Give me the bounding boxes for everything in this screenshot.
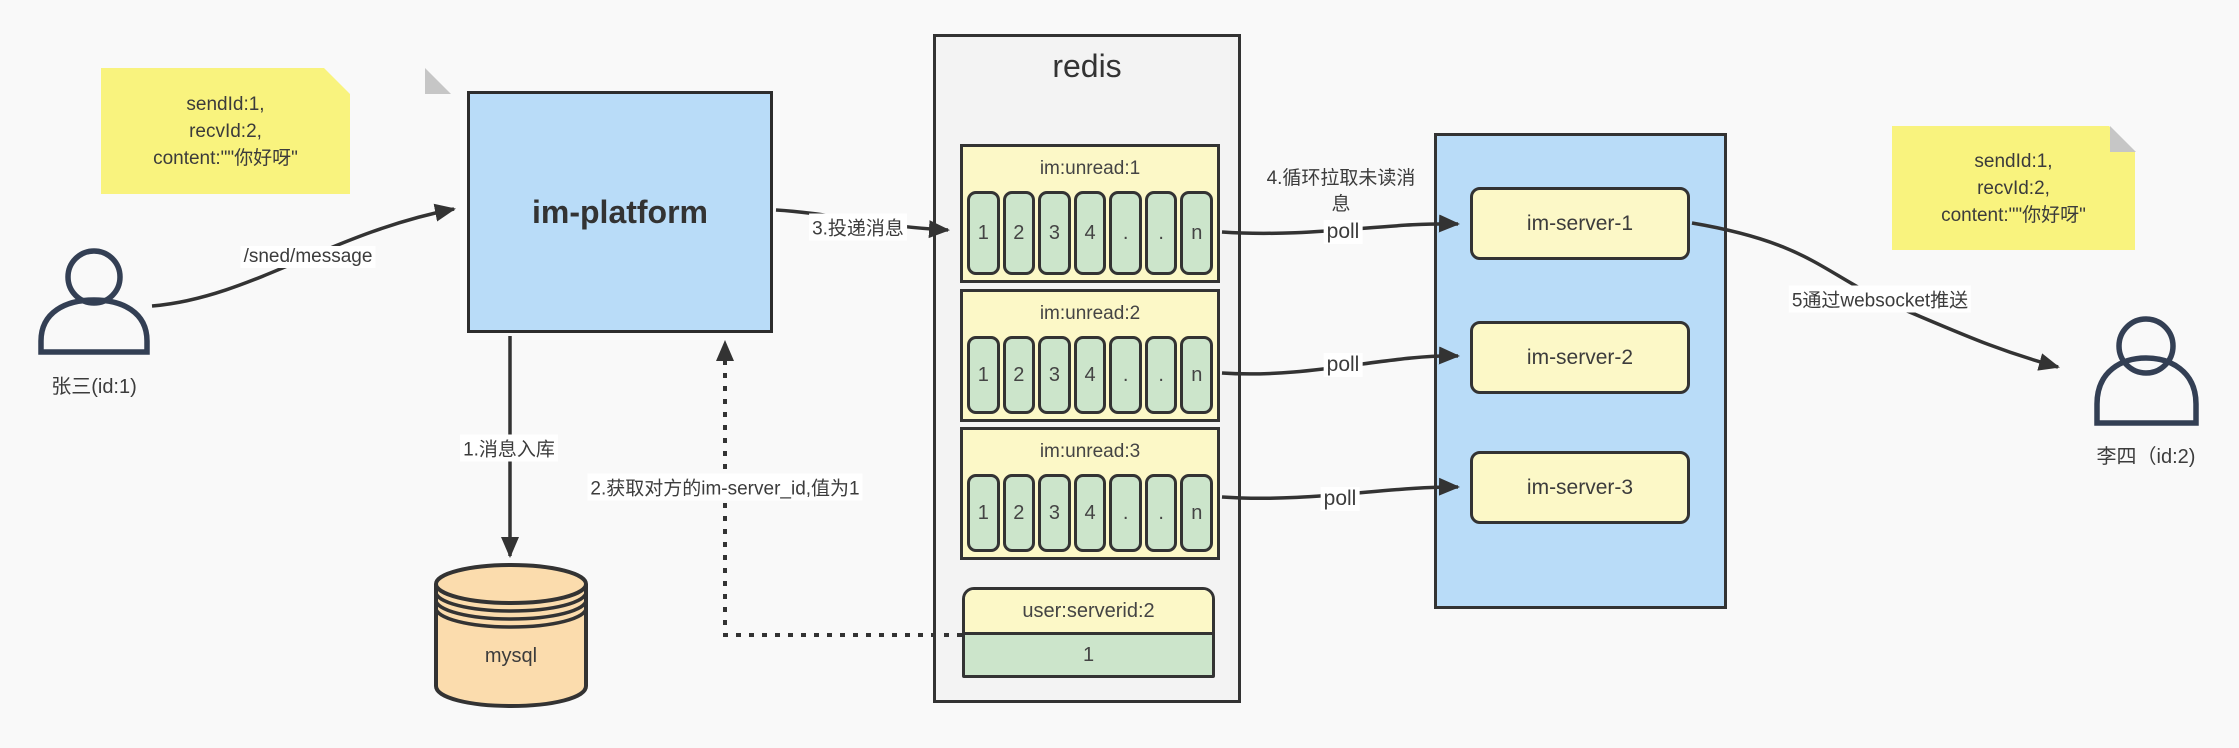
queue-cell: 4 xyxy=(1073,336,1107,414)
queue-cell: 4 xyxy=(1073,474,1107,552)
note-line: content:""你好呀" xyxy=(1941,204,2086,226)
queue-cell: 1 xyxy=(967,336,1000,414)
queue-cell: 2 xyxy=(1002,474,1036,552)
queue-title: im:unread:3 xyxy=(1039,441,1141,462)
sticky-note-sender: sendId:1, recvId:2, content:""你好呀" xyxy=(101,68,350,194)
queue-cell: n xyxy=(1180,336,1214,414)
note-line: sendId:1, xyxy=(186,93,265,115)
edge-label-step4-line1: 4.循环拉取未读消 xyxy=(1266,168,1416,189)
queue-cell: 1 xyxy=(967,474,1000,552)
queue-cells: 1 2 3 4 . . n xyxy=(963,191,1217,280)
queue-cell: . xyxy=(1144,474,1178,552)
redis-queue-unread-1: im:unread:1 1 2 3 4 . . n xyxy=(960,144,1220,283)
sticky-note-receiver: sendId:1, recvId:2, content:""你好呀" xyxy=(1892,126,2135,250)
queue-cell: 2 xyxy=(1002,191,1036,275)
queue-cells: 1 2 3 4 . . n xyxy=(963,336,1217,419)
im-server-1-box: im-server-1 xyxy=(1470,187,1690,260)
im-platform-box: im-platform xyxy=(467,91,773,333)
edge-label-step4: 4.循环拉取未读消 息 xyxy=(1264,166,1419,218)
queue-title: im:unread:2 xyxy=(1039,303,1141,324)
redis-queue-unread-2: im:unread:2 1 2 3 4 . . n xyxy=(960,289,1220,422)
edge-label-poll-3: poll xyxy=(1320,487,1360,511)
queue-cell: . xyxy=(1109,191,1142,275)
im-server-3-box: im-server-3 xyxy=(1470,451,1690,524)
note-line: content:""你好呀" xyxy=(153,147,298,169)
queue-cell: 3 xyxy=(1038,191,1071,275)
edge-label-step5: 5通过websocket推送 xyxy=(1788,285,1972,313)
edge-label-send-api: /sned/message xyxy=(240,246,376,268)
sender-label: 张三(id:1) xyxy=(51,376,137,398)
queue-title: im:unread:1 xyxy=(1039,158,1141,179)
queue-cell: 2 xyxy=(1002,336,1036,414)
redis-title: redis xyxy=(1052,48,1122,84)
queue-cell: 3 xyxy=(1038,336,1071,414)
queue-cell: n xyxy=(1180,474,1214,552)
mapping-key: user:serverid:2 xyxy=(965,590,1212,635)
queue-cell: . xyxy=(1144,336,1178,414)
mysql-label: mysql xyxy=(484,645,538,667)
note-line: sendId:1, xyxy=(1974,150,2053,172)
note-line: recvId:2, xyxy=(1977,177,2050,199)
queue-cells: 1 2 3 4 . . n xyxy=(963,474,1217,557)
edge-label-step4-line2: 息 xyxy=(1331,194,1351,215)
user-icon-receiver xyxy=(2094,316,2199,426)
queue-cell: . xyxy=(1109,474,1142,552)
mysql-database-icon xyxy=(434,563,588,709)
edge-label-step2: 2.获取对方的im-server_id,值为1 xyxy=(587,473,863,501)
queue-cell: 1 xyxy=(967,191,1000,275)
im-server-2-box: im-server-2 xyxy=(1470,321,1690,394)
queue-cell: . xyxy=(1109,336,1142,414)
mapping-value: 1 xyxy=(965,635,1212,675)
edge-label-poll-1: poll xyxy=(1323,220,1363,244)
receiver-label: 李四（id:2) xyxy=(2096,446,2196,468)
redis-queue-unread-3: im:unread:3 1 2 3 4 . . n xyxy=(960,427,1220,560)
note-line: recvId:2, xyxy=(189,120,262,142)
queue-cell: 3 xyxy=(1038,474,1071,552)
note-fold-icon xyxy=(425,68,451,94)
redis-user-serverid-block: user:serverid:2 1 xyxy=(962,587,1215,678)
note-fold-icon xyxy=(2110,126,2136,152)
edge-label-poll-2: poll xyxy=(1323,353,1363,377)
queue-cell: 4 xyxy=(1073,191,1107,275)
edge-label-step1: 1.消息入库 xyxy=(460,434,558,462)
edge-label-step3: 3.投递消息 xyxy=(809,213,907,241)
queue-cell: n xyxy=(1180,191,1214,275)
queue-cell: . xyxy=(1144,191,1178,275)
user-icon-sender xyxy=(38,248,150,355)
